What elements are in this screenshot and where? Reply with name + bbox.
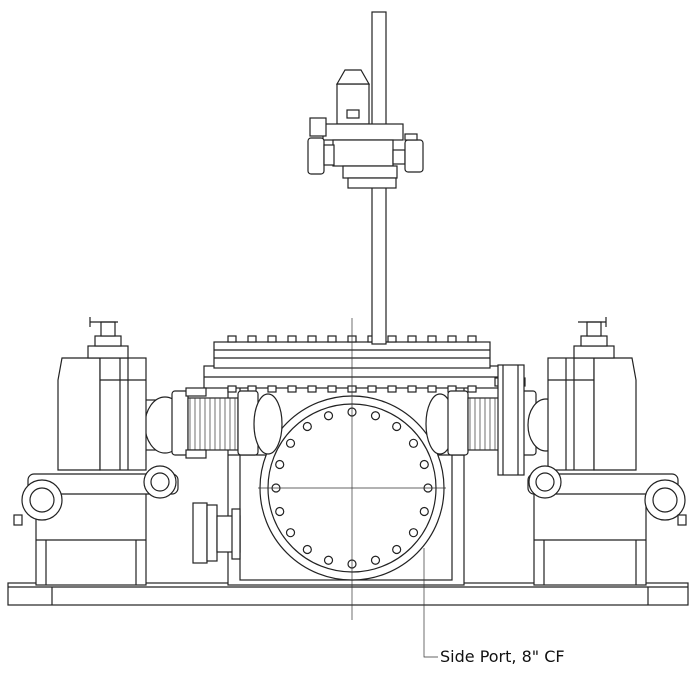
lid-bolt	[467, 385, 477, 393]
right-pedestal	[533, 489, 647, 586]
lid-bolt	[407, 335, 417, 343]
flange-bolt	[370, 411, 381, 421]
right-bellows	[425, 364, 565, 476]
top-valve-assembly	[307, 69, 424, 189]
flange-bolt	[323, 411, 334, 421]
right-manipulator	[547, 317, 637, 471]
lid-bolt	[427, 335, 437, 343]
centerlines	[258, 318, 446, 620]
flange-bolt	[302, 544, 312, 555]
lid-bolt	[327, 385, 337, 393]
flange-bolt	[370, 555, 381, 565]
lower-left-port	[192, 502, 241, 564]
left-tubing	[13, 465, 179, 526]
lid-bolt	[267, 385, 277, 393]
left-manipulator	[57, 317, 147, 471]
flange-bolt	[323, 555, 334, 565]
lid-bolt	[307, 385, 317, 393]
lid-bolt	[387, 335, 397, 343]
flange-bolt	[408, 528, 419, 538]
flange-bolt	[275, 459, 285, 470]
flange-bolt	[285, 528, 296, 538]
lid-bolt	[287, 335, 297, 343]
flange-bolt	[392, 544, 402, 555]
lid-bolt	[367, 385, 377, 393]
left-bellows	[144, 387, 283, 459]
right-tubing	[527, 465, 687, 526]
callout-leader	[423, 548, 438, 658]
lid-bolt	[467, 335, 477, 343]
lid-bolt	[427, 385, 437, 393]
lid-bolt	[407, 385, 417, 393]
flange-bolt	[275, 506, 285, 517]
flange-bolt	[419, 506, 429, 517]
flange-bolt	[408, 438, 419, 448]
lid-bolt	[247, 335, 257, 343]
flange-bolt	[285, 438, 296, 448]
lid-bolt	[227, 385, 237, 393]
lid-bolt	[387, 385, 397, 393]
callout-side-port: Side Port, 8" CF	[440, 647, 565, 666]
flange-bolt	[392, 421, 402, 432]
lid-bolt	[327, 335, 337, 343]
lid-bolt	[307, 335, 317, 343]
lid-bolt	[267, 335, 277, 343]
lid-bolt	[287, 385, 297, 393]
lid-bolt	[227, 335, 237, 343]
lid-bolt	[447, 335, 457, 343]
flange-bolt	[419, 459, 429, 470]
flange-bolt	[302, 421, 312, 432]
base-plate	[7, 582, 689, 606]
